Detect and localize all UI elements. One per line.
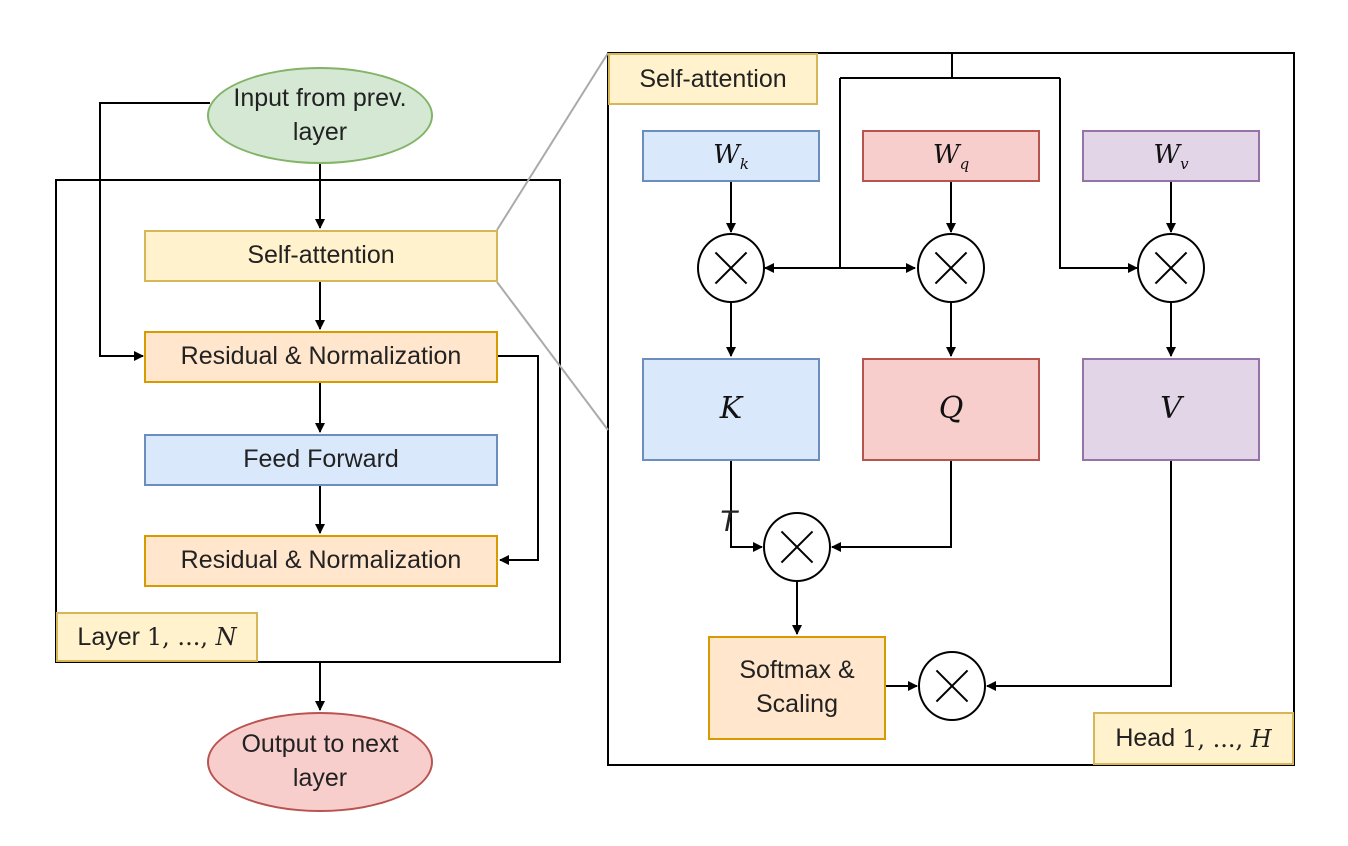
residual-norm-block-1: Residual & Normalization xyxy=(144,331,498,383)
wq-block: Wq xyxy=(862,130,1040,182)
arrow-k-transpose-to-mult xyxy=(730,460,763,552)
zoom-line-bottom xyxy=(496,281,609,431)
input-node-label: Input from prev. layer xyxy=(233,83,407,146)
self-attention-block: Self-attention xyxy=(144,230,498,282)
multiply-qk-icon xyxy=(763,512,831,582)
head-badge: Head 1, ..., H xyxy=(1093,712,1294,765)
layer-badge-var: N xyxy=(215,623,237,651)
layer-badge: Layer 1, ..., N xyxy=(56,612,258,662)
v-matrix: V xyxy=(1082,358,1260,461)
input-node: Input from prev. layer xyxy=(207,67,433,164)
feed-forward-label: Feed Forward xyxy=(243,445,399,474)
layer-container xyxy=(55,179,561,663)
residual-norm-label-2: Residual & Normalization xyxy=(180,546,462,575)
skip-connection-input xyxy=(99,102,210,361)
q-label: Q xyxy=(938,391,964,427)
v-label: V xyxy=(1160,391,1182,427)
wv-block: Wv xyxy=(1082,130,1260,182)
head-badge-prefix: Head xyxy=(1115,724,1183,752)
skip-connection-residual xyxy=(498,355,539,565)
self-attention-title: Self-attention xyxy=(608,53,818,105)
head-badge-range: 1, ..., xyxy=(1182,724,1251,753)
residual-norm-block-2: Residual & Normalization xyxy=(144,535,498,587)
k-matrix: K xyxy=(642,358,820,461)
self-attention-title-text: Self-attention xyxy=(639,64,787,93)
wq-label: Wq xyxy=(932,139,970,173)
head-badge-var: H xyxy=(1250,724,1272,753)
output-node-label: Output to next layer xyxy=(241,730,399,792)
multiply-k-icon xyxy=(697,233,765,303)
arrow-v-to-mult xyxy=(986,460,1172,691)
multiply-output-icon xyxy=(918,651,986,721)
transpose-label: T xyxy=(718,505,738,538)
feed-forward-block: Feed Forward xyxy=(144,434,498,486)
softmax-scaling-block: Softmax & Scaling xyxy=(708,636,886,740)
arrow-q-to-mult xyxy=(831,460,952,552)
wv-label: Wv xyxy=(1153,139,1189,173)
zoom-line-top xyxy=(496,52,609,231)
multiply-q-icon xyxy=(917,233,985,303)
layer-badge-range: 1, ..., xyxy=(146,623,216,651)
softmax-scaling-label: Softmax & Scaling xyxy=(739,656,855,718)
multiply-v-icon xyxy=(1137,233,1205,303)
q-matrix: Q xyxy=(862,358,1040,461)
output-node: Output to next layer xyxy=(207,712,433,812)
k-label: K xyxy=(719,391,743,427)
wk-label: Wk xyxy=(713,139,749,173)
residual-norm-label-1: Residual & Normalization xyxy=(180,342,462,371)
layer-badge-prefix: Layer xyxy=(77,622,147,651)
wk-block: Wk xyxy=(642,130,820,182)
self-attention-label: Self-attention xyxy=(247,241,395,270)
arrow-input-to-v-mult xyxy=(1059,78,1138,273)
